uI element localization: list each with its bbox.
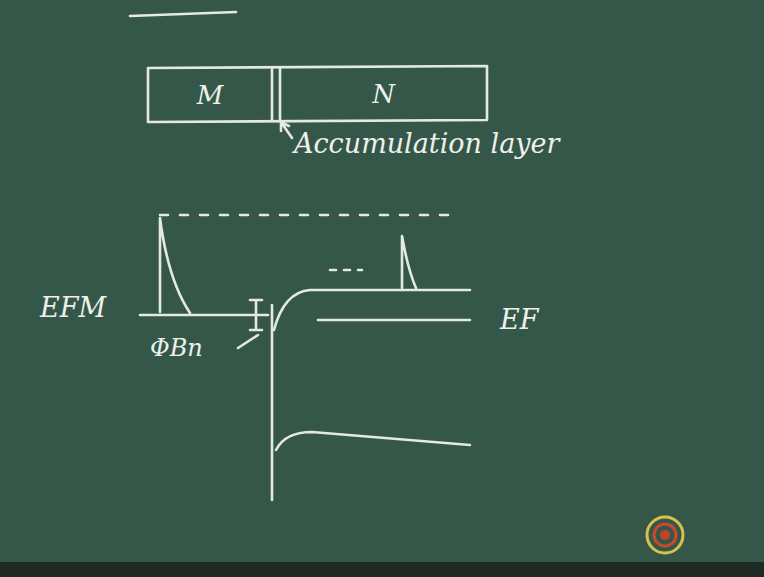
chalk-label: ΦBn — [150, 334, 203, 362]
metal-fermi-level — [140, 314, 268, 317]
region-box: M — [150, 70, 270, 120]
board-ledge — [0, 562, 764, 577]
dash — [330, 269, 362, 272]
barrier-triangle — [160, 218, 190, 313]
chalk-stroke — [130, 12, 236, 16]
valence-band — [276, 432, 470, 450]
fermi-level — [318, 319, 470, 322]
device-bar — [148, 66, 487, 122]
interface-line — [271, 305, 274, 500]
affinity-triangle — [402, 236, 416, 288]
record-icon — [654, 524, 676, 546]
region-label: N — [372, 79, 395, 109]
leader-line — [238, 335, 258, 348]
conduction-band — [274, 290, 470, 330]
chalk-label: EFM — [40, 292, 106, 323]
leader-arrow — [281, 122, 292, 138]
accumulation-layer — [272, 68, 280, 121]
record-icon — [660, 530, 670, 540]
chalk-label: Accumulation layer — [294, 128, 559, 159]
region-label: M — [197, 80, 224, 110]
vacuum-level — [160, 214, 450, 217]
region-box: N — [282, 70, 485, 118]
chalk-label: EF — [500, 304, 538, 335]
barrier-marker — [250, 300, 262, 330]
record-icon — [647, 517, 683, 553]
